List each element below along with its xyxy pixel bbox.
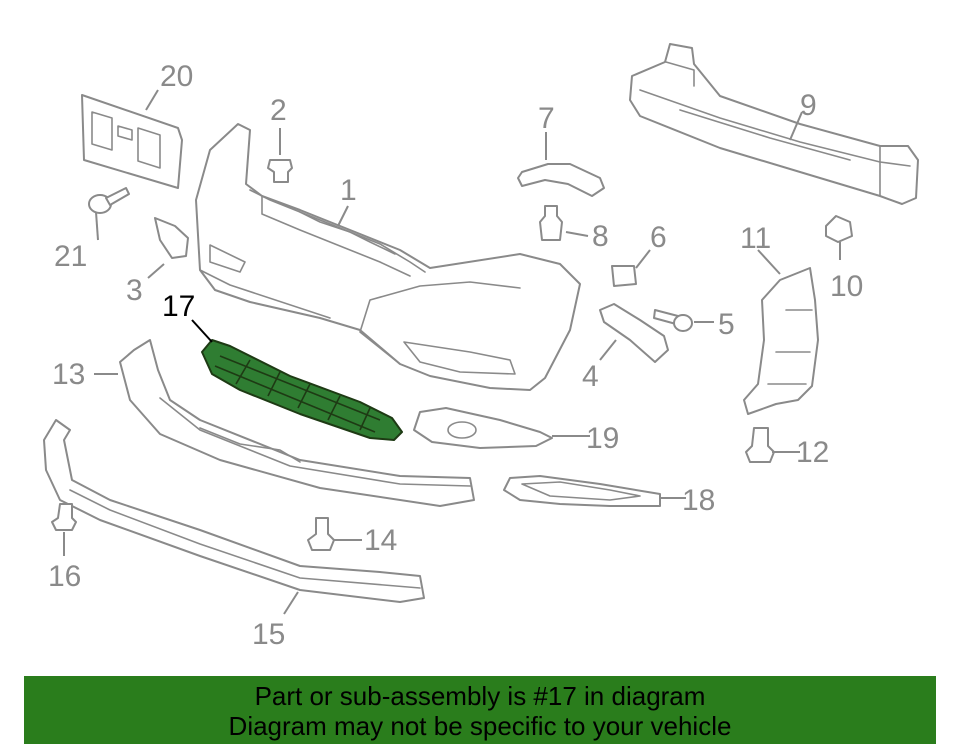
part-2-clip <box>267 159 293 183</box>
callout-15: 15 <box>252 618 285 651</box>
part-11-bracket <box>743 267 819 415</box>
callout-5: 5 <box>718 308 735 341</box>
part-6-clip <box>611 265 637 287</box>
callout-8: 8 <box>592 220 609 253</box>
part-20-license-bracket <box>81 94 183 189</box>
part-4-bracket <box>599 303 669 363</box>
callout-19: 19 <box>586 422 619 455</box>
part-15-under-panel <box>43 419 425 603</box>
callout-1: 1 <box>340 174 357 207</box>
callout-21: 21 <box>54 240 87 273</box>
callout-14: 14 <box>364 524 397 557</box>
part-16-clip <box>51 503 77 531</box>
callout-7: 7 <box>538 102 555 135</box>
callout-10: 10 <box>830 270 863 303</box>
callout-4: 4 <box>582 360 599 393</box>
part-8-clip <box>539 205 563 241</box>
part-14-clip <box>307 517 335 551</box>
callout-16: 16 <box>48 560 81 593</box>
part-18-fog-cover <box>503 475 661 507</box>
callout-labels: 1 2 3 4 5 6 7 8 9 10 11 12 13 17 19 18 1… <box>48 60 863 651</box>
banner-line-2: Diagram may not be specific to your vehi… <box>228 711 732 741</box>
callout-9: 9 <box>800 89 817 122</box>
callout-20: 20 <box>160 60 193 93</box>
part-21-screw <box>88 187 130 214</box>
callout-11: 11 <box>740 222 771 255</box>
part-17-lower-grille <box>201 339 403 441</box>
callout-12: 12 <box>796 436 829 469</box>
callout-3: 3 <box>126 274 143 307</box>
part-5-screw <box>653 309 693 332</box>
part-10-bolt <box>825 215 853 243</box>
part-12-clip <box>745 427 775 463</box>
part-1-bumper-cover <box>195 123 581 391</box>
parts-diagram: 1 2 3 4 5 6 7 8 9 10 11 12 13 17 19 18 1… <box>43 43 919 651</box>
callout-2: 2 <box>270 94 287 127</box>
part-19-fog-bezel <box>413 407 553 449</box>
callout-13: 13 <box>52 358 85 391</box>
part-3-bracket <box>154 217 189 259</box>
callout-18: 18 <box>682 484 715 517</box>
banner-line-1: Part or sub-assembly is #17 in diagram <box>254 681 706 711</box>
callout-6: 6 <box>650 221 667 254</box>
leader-lines <box>63 89 841 615</box>
callout-17: 17 <box>162 290 195 323</box>
part-9-reinforcement <box>629 43 919 205</box>
part-13-lower-spoiler <box>119 339 475 507</box>
info-banner: Part or sub-assembly is #17 in diagram D… <box>24 676 936 744</box>
part-7-bracket <box>517 163 605 197</box>
